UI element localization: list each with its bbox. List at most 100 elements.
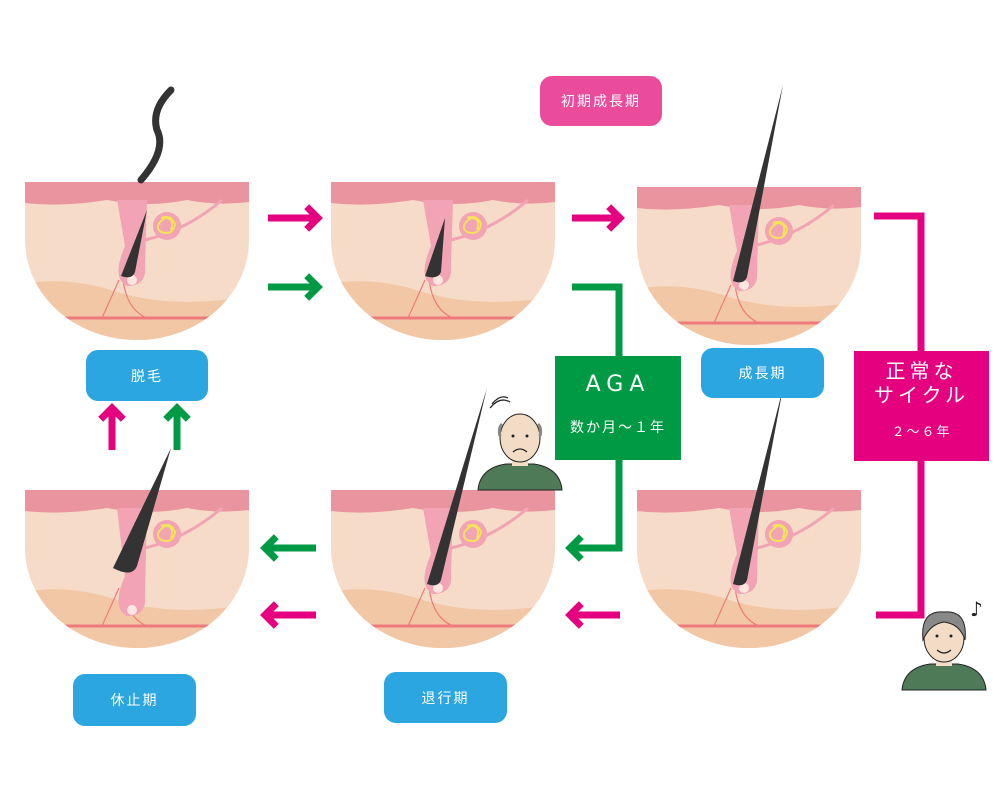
epidermis xyxy=(331,182,555,205)
arrector-muscle xyxy=(144,506,223,550)
normal-connector-bottom xyxy=(876,461,925,619)
skin-cross-section-growth xyxy=(637,85,861,345)
skin-cross-section-resting xyxy=(25,448,249,648)
arrector-muscle xyxy=(756,203,835,247)
fat-layer xyxy=(637,286,861,345)
stage-label-regression: 退行期 xyxy=(384,672,507,723)
normal-duration: ２～６年 xyxy=(891,425,952,440)
capillary xyxy=(713,587,760,627)
arrow-normal-shed-to-early-head xyxy=(304,204,323,232)
sebaceous-gland xyxy=(153,520,181,548)
skin-cross-section-growth-2 xyxy=(637,388,861,648)
skin-cross-section-regression xyxy=(331,388,555,648)
normal-title-line2: サイクル xyxy=(874,383,969,407)
epidermis xyxy=(637,490,861,513)
fat-layer xyxy=(25,589,249,648)
hair-strand xyxy=(733,85,783,283)
mouth xyxy=(512,448,528,453)
arrector-muscle xyxy=(450,198,529,242)
shirt xyxy=(477,463,563,491)
skin-cross-section-shedding xyxy=(25,86,249,340)
stage-label-text: 成長期 xyxy=(738,366,787,382)
sweat-gland xyxy=(462,215,483,234)
dermal-papilla xyxy=(127,275,137,285)
sweat-gland xyxy=(768,523,789,542)
arrow-normal-early-to-growth-head xyxy=(606,204,625,232)
phase-label-text: 初期成長期 xyxy=(561,94,641,110)
stage-label-text: 退行期 xyxy=(421,690,470,707)
shirt xyxy=(901,663,987,691)
arrow-aga-resting-to-shed-head xyxy=(163,403,191,422)
arrow-normal-to-regression-head xyxy=(565,601,584,629)
stage-label-text: 脱毛 xyxy=(131,368,163,385)
fat-layer xyxy=(331,281,555,340)
stage-label-growth: 成長期 xyxy=(701,348,824,398)
sebaceous-gland xyxy=(765,217,793,245)
sebaceous-gland xyxy=(459,520,487,548)
face xyxy=(499,413,541,463)
stage-label-resting: 休止期 xyxy=(73,674,196,726)
fat-layer xyxy=(331,589,555,648)
capillary xyxy=(101,279,148,319)
thin-hair xyxy=(497,422,543,437)
normal-title-line1: 正常な xyxy=(885,359,958,383)
hair-strand xyxy=(427,388,487,586)
arrector-muscle xyxy=(450,506,529,550)
eye xyxy=(949,634,953,638)
fat-layer xyxy=(637,589,861,648)
happy-man-with-music-note-icon: ♪ xyxy=(901,597,987,691)
dermal-papilla xyxy=(433,275,443,285)
aga-title: AGA xyxy=(585,372,651,397)
dermal-papilla xyxy=(433,583,443,593)
music-note-icon: ♪ xyxy=(970,597,983,621)
aga-cycle-box: AGA 数か月～１年 xyxy=(555,356,681,460)
hair-strand xyxy=(113,448,171,573)
eye xyxy=(525,434,529,438)
epidermis xyxy=(637,187,861,210)
arrector-muscle xyxy=(144,198,223,242)
sweat-gland xyxy=(768,220,789,239)
arrow-normal-resting-to-shed-head xyxy=(98,403,126,422)
early-growth-phase-label: 初期成長期 xyxy=(540,76,662,126)
falling-hair xyxy=(137,86,175,184)
skin-cross-section-early-growth xyxy=(331,182,555,340)
normal-cycle-box: 正常な サイクル ２～６年 xyxy=(854,351,989,461)
eye xyxy=(511,434,515,438)
aga-connector-bottom xyxy=(570,460,623,552)
arrow-normal-regression-to-resting-head xyxy=(260,601,279,629)
dermal-papilla xyxy=(739,583,749,593)
stage-label-text: 休止期 xyxy=(110,693,159,709)
mouth xyxy=(936,649,952,654)
aga-duration: 数か月～１年 xyxy=(570,420,666,436)
dermal-papilla xyxy=(739,280,749,290)
arrector-muscle xyxy=(756,506,835,550)
epidermis xyxy=(25,490,249,513)
aga-connector-top xyxy=(572,283,623,356)
capillary xyxy=(407,587,454,627)
eye xyxy=(935,634,939,638)
hair-follicle xyxy=(117,200,147,286)
epidermis xyxy=(25,182,249,205)
hair xyxy=(922,611,966,642)
stage-label-shedding: 脱毛 xyxy=(86,350,208,401)
capillary xyxy=(407,279,454,319)
arrow-aga-shed-to-early-head xyxy=(304,273,323,301)
sweat-gland xyxy=(156,523,177,542)
hair-strand xyxy=(425,218,445,278)
sweat-gland xyxy=(156,215,177,234)
capillary xyxy=(713,284,760,324)
arrow-aga-regression-to-resting-head xyxy=(260,534,279,562)
arrow-aga-to-regression-head xyxy=(565,534,584,562)
sebaceous-gland xyxy=(459,212,487,240)
hair-strand xyxy=(733,388,783,586)
normal-connector-top xyxy=(874,212,925,351)
sweat-gland xyxy=(462,523,483,542)
hair-strand xyxy=(121,210,147,278)
sebaceous-gland xyxy=(153,212,181,240)
sebaceous-gland xyxy=(765,520,793,548)
fat-layer xyxy=(25,281,249,340)
dermal-papilla xyxy=(127,605,137,615)
worry-lines-icon xyxy=(489,396,511,409)
epidermis xyxy=(331,490,555,513)
